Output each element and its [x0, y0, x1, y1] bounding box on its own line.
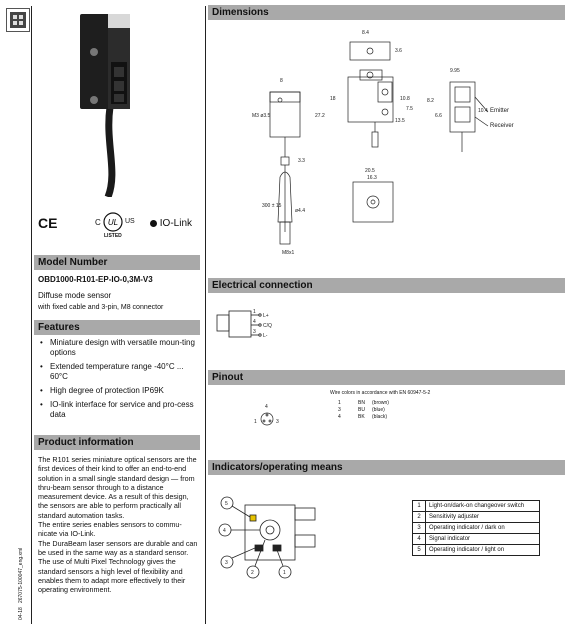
iolink-mark: IO-Link	[150, 218, 192, 229]
connector-pin: 4	[265, 404, 268, 410]
model-number-heading: Model Number	[34, 255, 200, 270]
dim-label: 3.3	[298, 158, 305, 164]
receiver-label: Receiver	[490, 123, 514, 129]
dim-label: 8.2	[427, 98, 434, 104]
dimensions-heading: Dimensions	[208, 5, 565, 20]
feature-item: High degree of protection IP69K	[36, 386, 200, 396]
dim-label: 20.5	[365, 168, 375, 174]
dim-label: 6.6	[435, 113, 442, 119]
product-info-paragraph: The entire series enables sensors to com…	[38, 520, 182, 539]
pin-label: C/Q	[263, 323, 272, 329]
electrical-heading: Electrical connection	[208, 278, 565, 293]
features-list: Miniature design with versatile moun-tin…	[36, 338, 200, 424]
features-heading: Features	[34, 320, 200, 335]
dim-label: 300 ± 15	[262, 203, 282, 209]
pinout-connector: 4 1 3	[252, 402, 282, 432]
product-info-paragraph: The DuraBeam laser sensors are durable a…	[38, 538, 198, 557]
product-info-text: The R101 series miniature optical sensor…	[38, 455, 200, 594]
dim-label: ø4.4	[295, 208, 305, 214]
ul-mark: C UL US LISTED	[95, 210, 143, 240]
feature-item: IO-link interface for service and pro-ce…	[36, 400, 200, 420]
model-subtype: with fixed cable and 3-pin, M8 connector	[38, 304, 164, 311]
dim-label: 16.3	[367, 175, 377, 181]
callout-number: 4	[223, 528, 226, 534]
side-code-text: 267075-100047_eng.xml	[18, 547, 24, 604]
ul-c-label: C	[95, 218, 101, 227]
pin-label: L+	[263, 313, 269, 319]
dim-label: M8x1	[282, 250, 294, 256]
emitter-label: Emitter	[490, 108, 509, 114]
feature-item: Miniature design with versatile moun-tin…	[36, 338, 200, 358]
pinout-heading: Pinout	[208, 370, 565, 385]
callout-number: 5	[225, 501, 228, 507]
wire-color-note: Wire colors in accordance with EN 60947-…	[330, 390, 431, 396]
product-info-paragraph: The R101 series miniature optical sensor…	[38, 455, 197, 520]
electrical-diagram: 1 4 3 L+ C/Q L-	[215, 305, 295, 345]
divider-middle	[205, 6, 206, 624]
dim-label: 18	[330, 96, 336, 102]
svg-text:UL: UL	[108, 218, 118, 227]
model-type: Diffuse mode sensor	[38, 291, 112, 300]
dim-label: 7.5	[406, 106, 413, 112]
pepperl-fuchs-logo	[6, 8, 30, 32]
connector-pin: 3	[276, 419, 279, 425]
ce-mark: CE	[38, 215, 58, 231]
dim-label: 10.4	[478, 108, 488, 114]
side-date: 04-18	[18, 607, 24, 620]
dim-label: 9.95	[450, 68, 460, 74]
pin-number: 3	[253, 329, 256, 335]
ul-us-label: US	[125, 218, 135, 225]
dim-label: 8.4	[362, 30, 369, 36]
callout-number: 2	[251, 570, 254, 576]
dim-label: M3 ø3.5	[252, 113, 271, 119]
dim-label: 8	[280, 78, 283, 84]
ul-listed-label: LISTED	[104, 233, 122, 239]
logo-icon	[10, 12, 26, 28]
dim-label: 3.6	[395, 48, 402, 54]
pin-number: 1	[253, 309, 256, 315]
dimensions-drawing: 8.4 3.6 18 10.8 7.5 13.5 27.2 8 M3 ø3.5 …	[210, 22, 565, 272]
indicators-heading: Indicators/operating means	[208, 460, 565, 475]
dim-label: 13.5	[395, 118, 405, 124]
iolink-label: IO-Link	[159, 218, 193, 229]
pin-number: 4	[253, 319, 256, 325]
side-code: 04-18 267075-100047_eng.xml	[18, 548, 28, 620]
divider-left	[31, 6, 32, 624]
iolink-icon	[150, 219, 157, 227]
ul-circle-icon: UL	[103, 212, 123, 232]
dim-label: 27.2	[315, 113, 325, 119]
callout-number: 1	[283, 570, 286, 576]
callout-number: 3	[225, 560, 228, 566]
product-info-paragraph: The use of Multi Pixel Technology gives …	[38, 557, 186, 595]
feature-item: Extended temperature range -40°C ... 60°…	[36, 362, 200, 382]
product-photo	[70, 12, 180, 199]
connector-pin: 1	[254, 419, 257, 425]
dim-label: 10.8	[400, 96, 410, 102]
product-info-heading: Product information	[34, 435, 200, 450]
pin-label: L-	[263, 333, 268, 339]
model-number: OBD1000-R101-EP-IO-0,3M-V3	[38, 275, 153, 284]
indicator-drawing: 5 4 3 2 1	[215, 490, 325, 590]
